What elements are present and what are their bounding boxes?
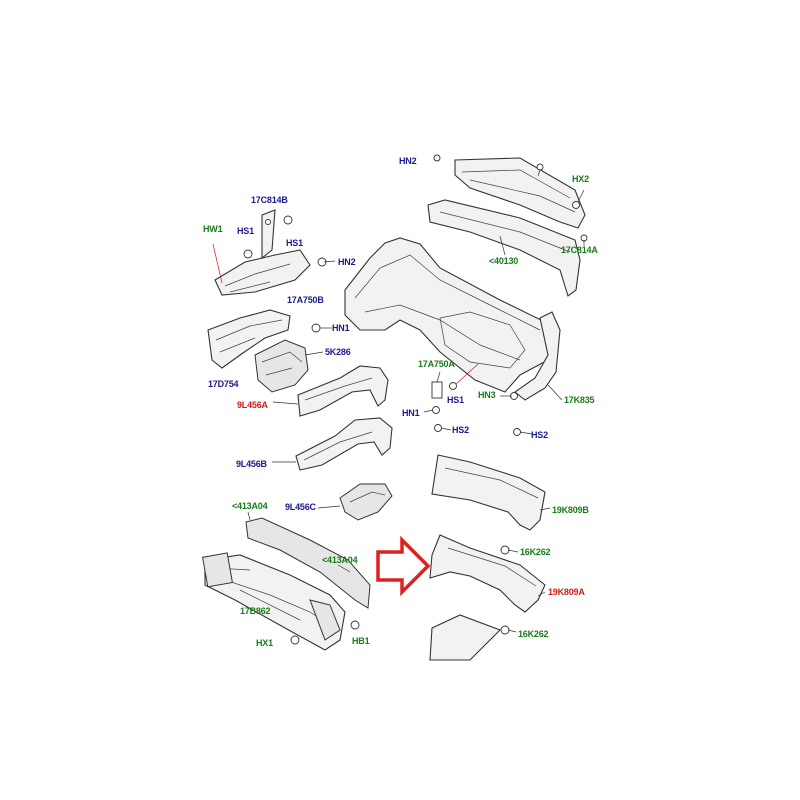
label-hn2-top: HN2: [399, 156, 417, 166]
bracket-icon: [431, 381, 443, 399]
impact-bar-17b862: [201, 552, 346, 651]
screw-icon: [350, 620, 360, 630]
label-hn1-mid: HN1: [402, 408, 420, 418]
label-17a750b: 17A750B: [287, 295, 324, 305]
label-hn3: HN3: [478, 390, 496, 400]
screw-icon: [433, 154, 441, 162]
label-17b862: 17B862: [240, 606, 271, 616]
leader-line: [337, 564, 351, 573]
label-hx2: HX2: [572, 174, 589, 184]
label-17c814a: 17C814A: [561, 245, 598, 255]
label-hx1: HX1: [256, 638, 273, 648]
label-17k835: 17K835: [564, 395, 595, 405]
left-bracket-17a750b: [212, 243, 311, 296]
bracket-17c814b: [261, 209, 276, 260]
label-16k262-bottom: 16K262: [518, 629, 549, 639]
lower-part: [429, 614, 501, 661]
label-17c814b: 17C814B: [251, 195, 288, 205]
label-9l456a: 9L456A: [237, 400, 268, 410]
extension-9l456a: [297, 365, 389, 417]
label-hn2: HN2: [338, 257, 356, 267]
screw-icon: [432, 406, 440, 414]
label-17a750a: 17A750A: [418, 359, 455, 369]
label-hs2-mid: HS2: [452, 425, 469, 435]
screw-icon: [434, 424, 442, 432]
extension-9l456b: [295, 417, 393, 471]
label-19k809b: 19K809B: [552, 505, 589, 515]
label-hb1: HB1: [352, 636, 370, 646]
leader-line: [247, 511, 251, 521]
right-arrow-outline-icon: [376, 535, 431, 597]
bracket-5k286: [254, 339, 309, 393]
top-rear-panel: [454, 157, 586, 229]
clip-icon: [311, 323, 321, 333]
clip-icon: [243, 249, 253, 259]
label-hw1: HW1: [203, 224, 223, 234]
clip-icon: [283, 215, 293, 225]
label-hn1-top: HN1: [332, 323, 350, 333]
label-hs1-b: HS1: [286, 238, 303, 248]
label-16k262-top: 16K262: [520, 547, 551, 557]
label-5k286: 5K286: [325, 347, 351, 357]
label-19k809a: 19K809A: [548, 587, 585, 597]
screw-icon: [449, 382, 457, 390]
fastener-icon: [536, 163, 544, 171]
label-hs1-mid: HS1: [447, 395, 464, 405]
screw-icon: [513, 428, 521, 436]
bumper-cover: [344, 237, 561, 401]
label-17d754: 17D754: [208, 379, 239, 389]
rear-spoiler-40130: [427, 199, 581, 297]
valance-19k809b: [431, 454, 546, 531]
label-413a04-left: <413A04: [232, 501, 268, 511]
rivet-icon: [500, 625, 510, 635]
label-9l456c: 9L456C: [285, 502, 316, 512]
reflector-strip-left: [245, 517, 371, 609]
label-413a04-right: <413A04: [322, 555, 358, 565]
label-hs1-left: HS1: [237, 226, 254, 236]
screw-icon: [290, 635, 300, 645]
label-hs2-right: HS2: [531, 430, 548, 440]
extension-9l456c: [339, 483, 393, 521]
label-40130: <40130: [489, 256, 519, 266]
side-panel-17d754: [207, 309, 291, 369]
valance-19k809a: [429, 534, 546, 635]
screw-icon: [572, 201, 580, 209]
label-9l456b: 9L456B: [236, 459, 267, 469]
rivet-icon: [500, 545, 510, 555]
